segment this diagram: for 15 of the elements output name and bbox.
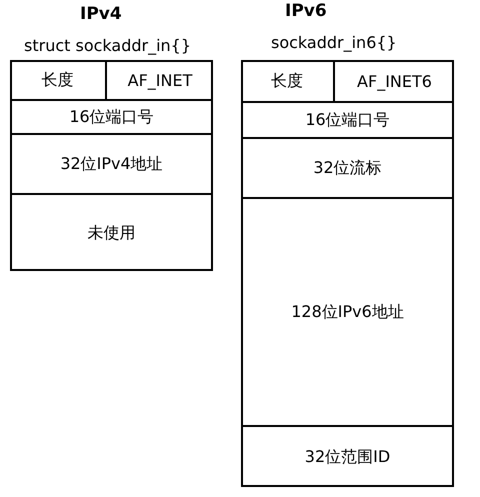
field-cell: 128位IPv6地址	[243, 197, 452, 425]
field-cell: AF_INET	[105, 62, 213, 99]
field-cell: 16位端口号	[12, 99, 211, 133]
struct-name: sockaddr_in6{}	[271, 33, 397, 52]
field-cell: 16位端口号	[243, 101, 452, 137]
struct-name: struct sockaddr_in{}	[24, 36, 192, 55]
struct-heading: IPv6	[285, 1, 327, 21]
field-cell: 未使用	[12, 193, 211, 271]
field-cell: 32位流标	[243, 137, 452, 197]
field-cell: 长度	[243, 62, 331, 101]
field-cell: 长度	[12, 62, 103, 99]
field-cell: 32位IPv4地址	[12, 133, 211, 193]
field-cell: 32位范围ID	[243, 425, 452, 487]
struct-heading: IPv4	[80, 4, 122, 24]
field-cell: AF_INET6	[333, 62, 454, 101]
